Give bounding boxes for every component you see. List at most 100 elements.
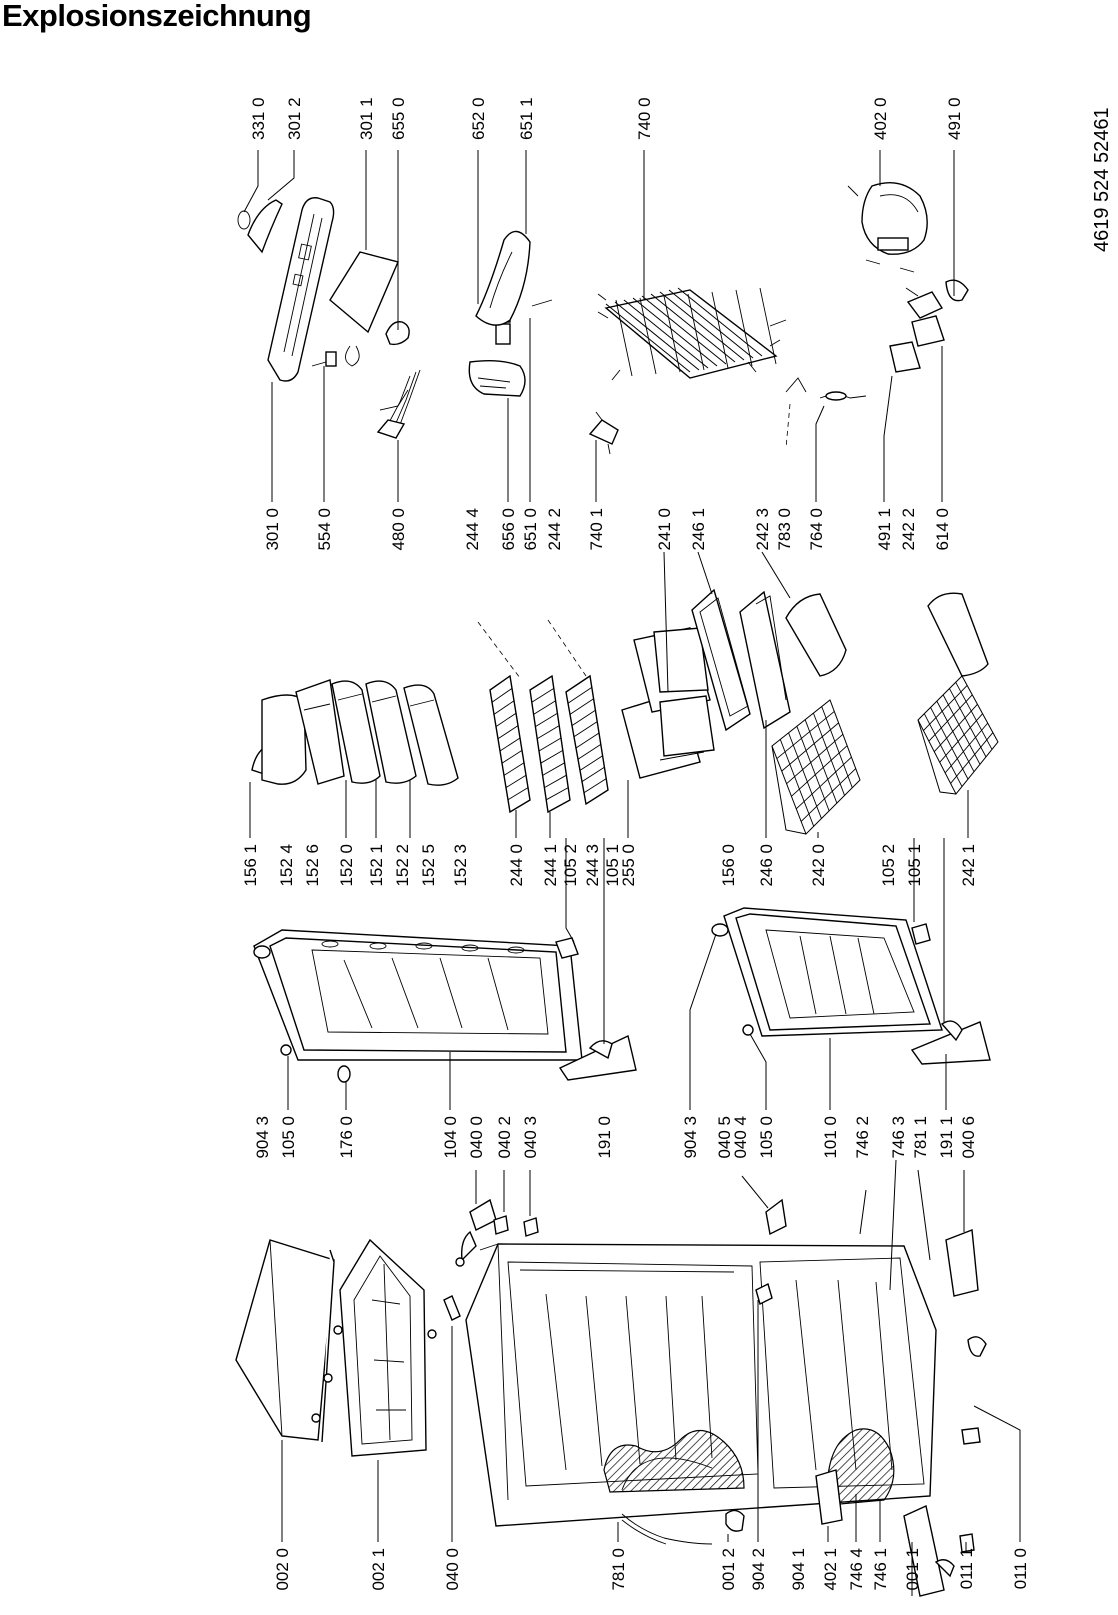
part-label: 301 0 bbox=[263, 508, 282, 551]
drawing-stroke bbox=[499, 737, 521, 752]
part-label: 783 0 bbox=[775, 508, 794, 551]
drawing-stroke bbox=[641, 295, 727, 365]
drawing-stroke bbox=[776, 711, 835, 759]
crisper-drawers-part bbox=[621, 627, 715, 779]
drawing-stroke bbox=[663, 295, 681, 373]
drawing-stroke bbox=[614, 301, 700, 371]
part-label: 301 2 bbox=[285, 97, 304, 140]
drawing-stroke bbox=[936, 700, 975, 772]
drawing-stroke bbox=[781, 722, 839, 772]
drawing-stroke bbox=[795, 756, 852, 810]
part-label: 244 1 bbox=[541, 844, 560, 887]
part-label: 152 3 bbox=[451, 844, 470, 887]
part-label: 105 0 bbox=[279, 1116, 298, 1159]
drawing-stroke bbox=[497, 725, 519, 740]
drawing-stroke bbox=[928, 694, 973, 742]
drawing-stroke bbox=[503, 762, 525, 776]
top-cover-part bbox=[235, 1239, 343, 1443]
part-label: 651 0 bbox=[521, 508, 540, 551]
page-title: Explosionszeichnung bbox=[2, 0, 312, 33]
part-label: 301 1 bbox=[357, 97, 376, 140]
drawing-stroke bbox=[540, 750, 564, 764]
drawing-stroke bbox=[923, 713, 963, 787]
part-label: 746 3 bbox=[889, 1116, 908, 1159]
filter-dryer-part bbox=[588, 411, 619, 455]
drawing-stroke bbox=[944, 722, 989, 774]
drawing-stroke bbox=[536, 725, 560, 740]
part-label: 040 6 bbox=[959, 1116, 978, 1159]
part-label: 491 0 bbox=[945, 97, 964, 140]
part-label: 176 0 bbox=[337, 1116, 356, 1159]
part-label: 191 1 bbox=[937, 1116, 956, 1159]
part-label: 244 3 bbox=[583, 844, 602, 887]
part-label: 040 5 bbox=[715, 1116, 734, 1159]
part-label: 152 1 bbox=[367, 844, 386, 887]
part-label: 105 2 bbox=[561, 844, 580, 887]
drawing-stroke bbox=[711, 291, 729, 369]
part-label: 105 0 bbox=[757, 1116, 776, 1159]
part-label: 746 4 bbox=[847, 1548, 866, 1591]
part-label: 904 2 bbox=[749, 1548, 768, 1591]
drawing-stroke bbox=[791, 745, 848, 797]
part-label: 040 0 bbox=[443, 1548, 462, 1591]
drawing-stroke bbox=[804, 719, 838, 804]
drawing-stroke bbox=[950, 732, 994, 784]
drawing-stroke bbox=[759, 287, 777, 365]
drawing-stroke bbox=[538, 737, 562, 752]
part-label: 101 0 bbox=[821, 1116, 840, 1159]
part-label: 001 1 bbox=[903, 1548, 922, 1591]
part-label: 402 1 bbox=[821, 1548, 840, 1591]
drawing-stroke bbox=[505, 774, 527, 788]
drawing-stroke bbox=[779, 739, 815, 827]
drawing-stroke bbox=[579, 755, 603, 771]
capillary-part bbox=[785, 377, 867, 401]
drawing-stroke bbox=[569, 698, 594, 715]
part-label: 040 2 bbox=[495, 1116, 514, 1159]
part-label: 040 3 bbox=[521, 1116, 540, 1159]
part-label: 244 2 bbox=[545, 508, 564, 551]
part-label: 781 0 bbox=[609, 1548, 628, 1591]
drawing-stroke bbox=[942, 694, 981, 765]
part-label: 040 0 bbox=[467, 1116, 486, 1159]
part-label: 242 2 bbox=[899, 508, 918, 551]
part-label: 746 2 bbox=[853, 1116, 872, 1159]
part-label: 152 2 bbox=[393, 844, 412, 887]
part-label: 740 0 bbox=[635, 97, 654, 140]
drawing-stroke bbox=[495, 712, 517, 727]
lamp-cover-part bbox=[468, 230, 553, 397]
drawing-stroke bbox=[573, 721, 598, 738]
thermostat-knob-part bbox=[385, 321, 410, 346]
drawing-stroke bbox=[796, 726, 830, 812]
top-frame-part bbox=[339, 1238, 427, 1457]
part-label: 331 0 bbox=[249, 97, 268, 140]
part-label: 152 0 bbox=[337, 844, 356, 887]
drawing-stroke bbox=[677, 287, 763, 357]
part-label: 152 4 bbox=[277, 844, 296, 887]
drawing-stroke bbox=[623, 299, 709, 369]
drawing-stroke bbox=[650, 293, 736, 363]
part-label: 001 2 bbox=[719, 1548, 738, 1591]
part-label: 152 6 bbox=[303, 844, 322, 887]
drawing-stroke bbox=[531, 688, 555, 703]
drawing-stroke bbox=[786, 733, 844, 785]
drawing-stroke bbox=[544, 774, 567, 788]
drawing-stroke bbox=[533, 700, 556, 715]
drawing-stroke bbox=[788, 732, 822, 819]
part-label: 152 5 bbox=[419, 844, 438, 887]
drawing-stroke bbox=[581, 766, 605, 782]
drawing-stroke bbox=[507, 787, 529, 801]
drawing-stroke bbox=[491, 688, 513, 703]
part-label: 105 2 bbox=[879, 844, 898, 887]
part-label: 904 3 bbox=[253, 1116, 272, 1159]
drawing-stroke bbox=[535, 712, 558, 727]
drawing-stroke bbox=[735, 289, 753, 367]
part-label: 011 1 bbox=[957, 1548, 976, 1589]
freezer-baskets-part bbox=[771, 675, 999, 835]
drain-tube-part bbox=[621, 1513, 713, 1545]
compressor-part bbox=[847, 182, 944, 319]
wiring-harness-part bbox=[376, 369, 421, 439]
part-label: 554 0 bbox=[315, 508, 334, 551]
door-bins-part bbox=[251, 679, 459, 786]
part-label: 105 1 bbox=[905, 844, 924, 887]
